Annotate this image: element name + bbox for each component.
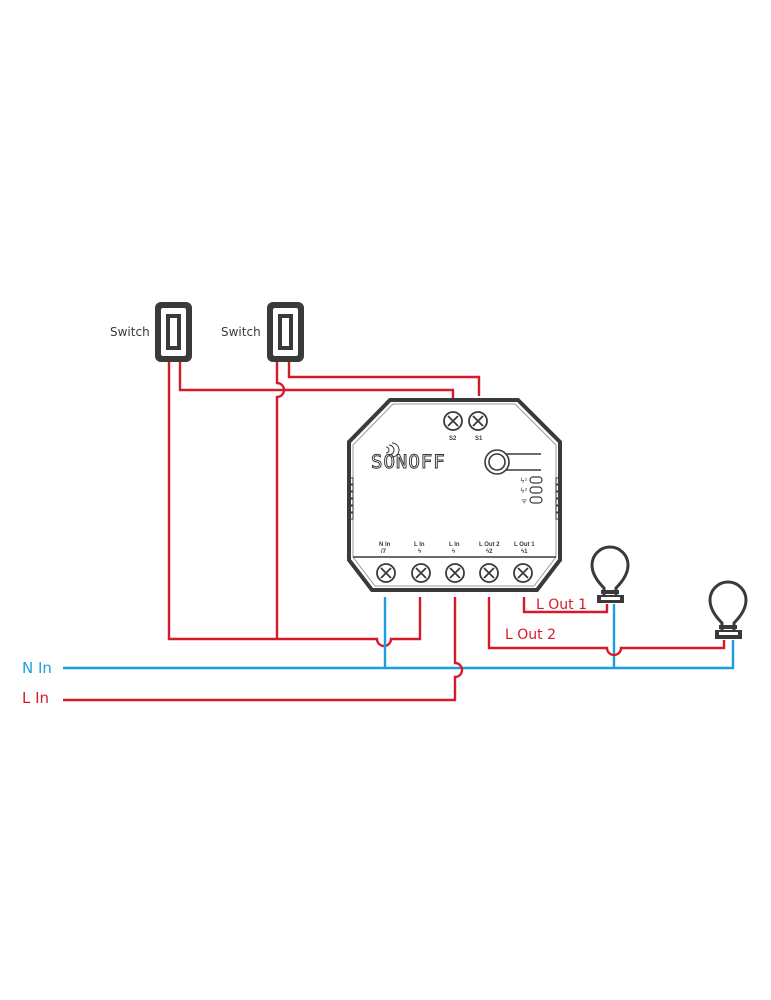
s2-wire — [178, 362, 455, 398]
channel-1-led-icon: ϟ¹ — [520, 477, 528, 485]
terminal-l-in-2-symbol: ϟ — [452, 549, 456, 555]
terminal-l-in-1-symbol: ϟ — [418, 549, 422, 555]
led-wifi: ᯤ — [521, 496, 543, 505]
switch-1-label: Switch — [110, 325, 150, 339]
led-channel-1: ϟ¹ — [520, 476, 543, 485]
l-out-2-wire — [487, 597, 726, 657]
terminal-s1-label: S1 — [475, 436, 483, 442]
wireless-signal-icon — [385, 442, 400, 458]
wifi-led-icon: ᯤ — [521, 497, 528, 505]
s1-wire — [287, 362, 481, 396]
terminal-l-in-2[interactable] — [445, 563, 465, 583]
terminal-s1[interactable] — [468, 411, 488, 431]
switch-2[interactable] — [267, 302, 304, 362]
switch-1[interactable] — [155, 302, 192, 362]
sonoff-device — [347, 398, 562, 592]
terminal-l-in-1-label: L In — [414, 542, 425, 548]
terminal-n-in-symbol: /7 — [381, 549, 387, 555]
terminal-n-in-label: N In — [379, 542, 391, 548]
pairing-button[interactable] — [484, 449, 541, 475]
terminal-l-out-1[interactable] — [513, 563, 533, 583]
terminal-l-out-1-label: L Out 1 — [514, 542, 535, 548]
terminal-s2-label: S2 — [449, 436, 457, 442]
l-in-label: L In — [22, 689, 49, 707]
terminal-l-out-2[interactable] — [479, 563, 499, 583]
switch-2-label: Switch — [221, 325, 261, 339]
l-in-wire — [63, 597, 464, 702]
n-in-wire — [63, 640, 735, 670]
n-in-label: N In — [22, 659, 52, 677]
l-out-2-label: L Out 2 — [505, 627, 556, 643]
switch2-common-wire — [275, 362, 286, 639]
sonoff-logo: SONOFF — [371, 451, 446, 473]
terminal-l-out-2-symbol: ϟ2 — [486, 549, 493, 555]
l-out-1-wire — [522, 597, 609, 614]
terminal-l-out-2-label: L Out 2 — [479, 542, 500, 548]
terminal-l-in-2-label: L In — [449, 542, 460, 548]
channel-2-led-icon: ϟ² — [520, 487, 528, 495]
terminal-l-out-1-symbol: ϟ1 — [521, 549, 528, 555]
lamp-2-icon — [708, 580, 748, 639]
terminal-s2[interactable] — [443, 411, 463, 431]
lamp-1-icon — [590, 545, 630, 603]
l-out-1-label: L Out 1 — [536, 597, 587, 613]
terminal-l-in-1[interactable] — [411, 563, 431, 583]
led-channel-2: ϟ² — [520, 486, 543, 495]
terminal-n-in[interactable] — [376, 563, 396, 583]
